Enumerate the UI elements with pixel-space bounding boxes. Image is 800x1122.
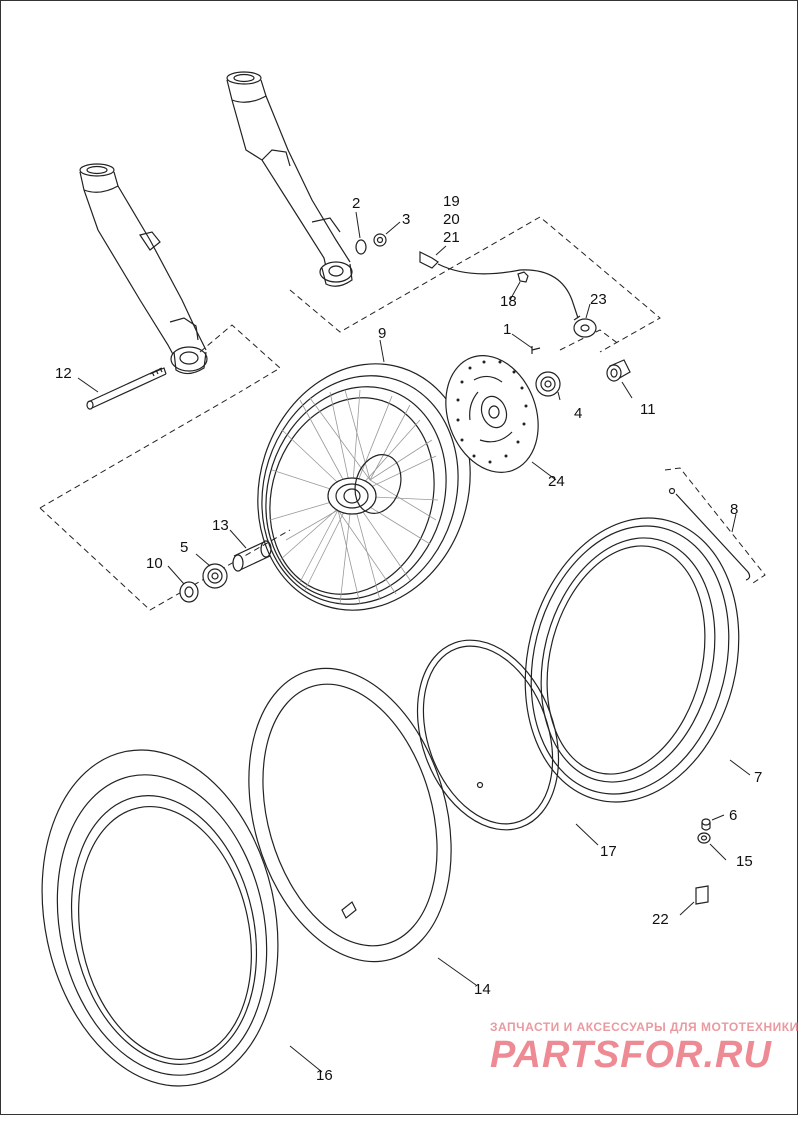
callout-21: 21 (443, 229, 460, 246)
callout-24: 24 (548, 473, 565, 490)
cable-clip-18 (517, 271, 529, 283)
callout-14: 14 (474, 981, 491, 998)
callout-13: 13 (212, 517, 229, 534)
callout-2: 2 (352, 195, 360, 212)
callout-12: 12 (55, 365, 72, 382)
callout-6: 6 (729, 807, 737, 824)
callout-10: 10 (146, 555, 163, 572)
callout-7: 7 (754, 769, 762, 786)
rim-strip (416, 639, 560, 831)
callout-23: 23 (590, 291, 607, 308)
nut-3 (373, 233, 387, 247)
callout-3: 3 (402, 211, 410, 228)
inner-tube (248, 667, 452, 963)
callout-8: 8 (730, 501, 738, 518)
bearing-4 (535, 371, 561, 397)
spacer-11 (606, 359, 631, 382)
callout-20: 20 (443, 211, 460, 228)
wheel-speed-sensor (419, 251, 597, 338)
callout-19: 19 (443, 193, 460, 210)
callout-9: 9 (378, 325, 386, 342)
watermark-tagline: ЗАПЧАСТИ И АКСЕССУАРЫ ДЛЯ МОТОТЕХНИКИ (490, 1020, 799, 1034)
watermark-logo: PARTSFOR.RU (490, 1034, 772, 1076)
callout-4: 4 (574, 405, 582, 422)
leader-lines (77, 211, 751, 1073)
spoke-8 (668, 487, 751, 581)
spoked-wheel (257, 363, 471, 611)
washer-2 (355, 239, 367, 255)
balance-weight-22 (695, 885, 709, 905)
axle-spacer-13 (232, 540, 272, 572)
callout-15: 15 (736, 853, 753, 870)
callout-labels: 2 3 19 20 21 18 23 9 1 4 11 12 24 8 13 5… (55, 193, 762, 1084)
callout-11: 11 (640, 401, 656, 418)
spacer-10 (179, 581, 199, 603)
callout-17: 17 (600, 843, 617, 860)
callout-1: 1 (503, 321, 511, 338)
axle (86, 367, 167, 410)
bearing-5 (202, 563, 228, 589)
rim (524, 517, 740, 803)
callout-22: 22 (652, 911, 669, 928)
valve-cap-6 (701, 818, 711, 831)
tire (41, 749, 279, 1087)
valve-nut-15 (697, 832, 711, 844)
callout-5: 5 (180, 539, 188, 556)
left-fork-slider (79, 163, 208, 375)
callout-16: 16 (316, 1067, 333, 1084)
callout-18: 18 (500, 293, 517, 310)
brake-disc (445, 355, 539, 473)
right-fork-slider (226, 71, 353, 287)
assembly-lines (39, 216, 766, 611)
bolt-1 (531, 346, 541, 354)
